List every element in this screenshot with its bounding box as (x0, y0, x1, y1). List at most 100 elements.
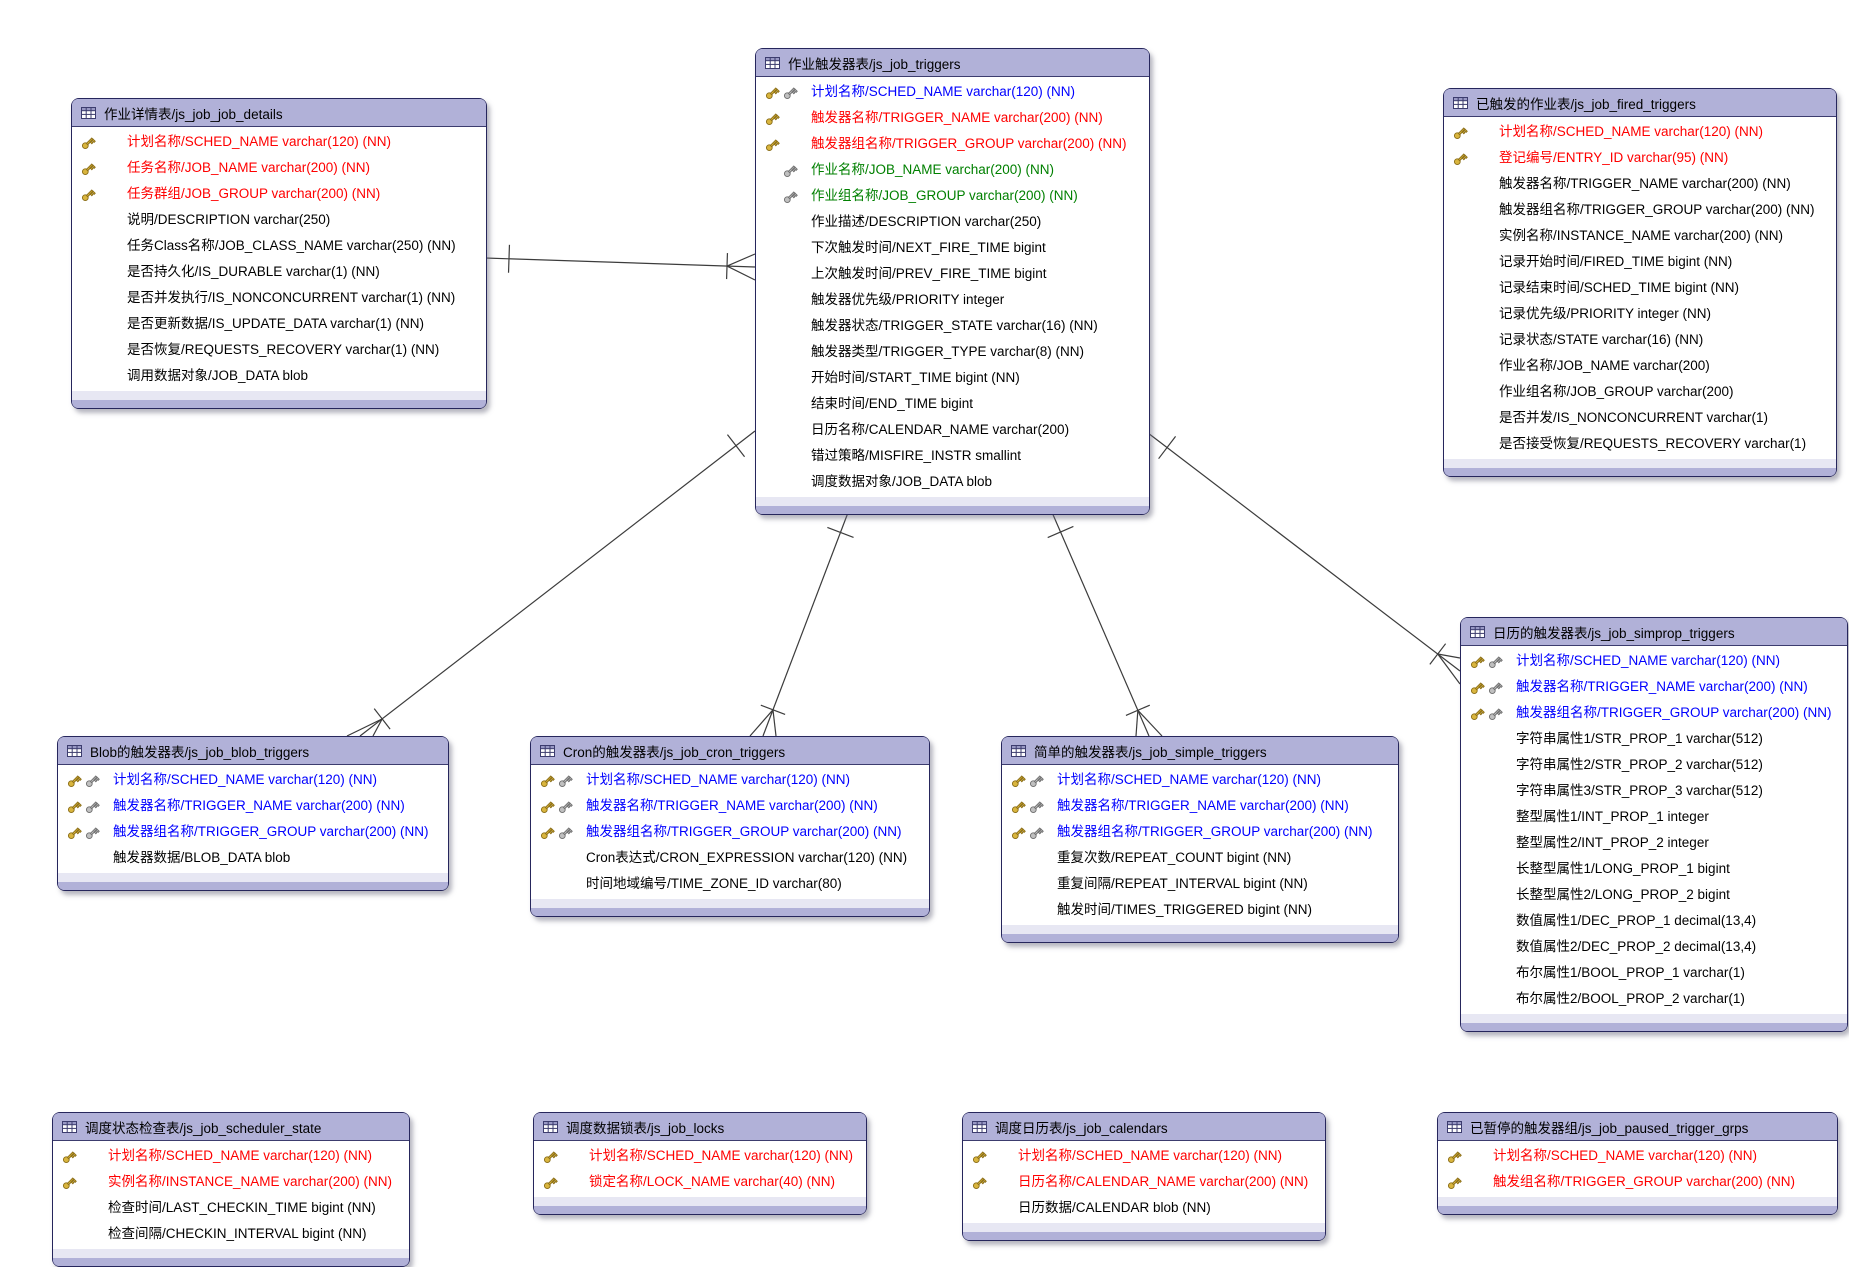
field-row[interactable]: 重复间隔/REPEAT_INTERVAL bigint (NN) (1002, 871, 1398, 897)
field-row[interactable]: 是否持久化/IS_DURABLE varchar(1) (NN) (72, 259, 486, 285)
field-row[interactable]: 任务Class名称/JOB_CLASS_NAME varchar(250) (N… (72, 233, 486, 259)
field-row[interactable]: 作业组名称/JOB_GROUP varchar(200) (1444, 379, 1836, 405)
field-row[interactable]: 触发器名称/TRIGGER_NAME varchar(200) (NN) (756, 105, 1149, 131)
field-row[interactable]: 数值属性2/DEC_PROP_2 decimal(13,4) (1461, 934, 1847, 960)
field-row[interactable]: 触发器组名称/TRIGGER_GROUP varchar(200) (NN) (1444, 197, 1836, 223)
field-row[interactable]: 日历名称/CALENDAR_NAME varchar(200) (NN) (963, 1169, 1325, 1195)
field-row[interactable]: 布尔属性2/BOOL_PROP_2 varchar(1) (1461, 986, 1847, 1012)
field-row[interactable]: Cron表达式/CRON_EXPRESSION varchar(120) (NN… (531, 845, 929, 871)
relationship-triggers-cron_triggers[interactable] (749, 509, 854, 737)
field-row[interactable]: 是否恢复/REQUESTS_RECOVERY varchar(1) (NN) (72, 337, 486, 363)
field-row[interactable]: 是否接受恢复/REQUESTS_RECOVERY varchar(1) (1444, 431, 1836, 457)
field-row[interactable]: 触发器组名称/TRIGGER_GROUP varchar(200) (NN) (756, 131, 1149, 157)
field-row[interactable]: 计划名称/SCHED_NAME varchar(120) (NN) (58, 767, 448, 793)
field-row[interactable]: 触发组名称/TRIGGER_GROUP varchar(200) (NN) (1438, 1169, 1837, 1195)
relationship-triggers-blob_triggers[interactable] (346, 430, 756, 737)
field-row[interactable]: 记录开始时间/FIRED_TIME bigint (NN) (1444, 249, 1836, 275)
field-row[interactable]: 调度数据对象/JOB_DATA blob (756, 469, 1149, 495)
field-row[interactable]: 作业描述/DESCRIPTION varchar(250) (756, 209, 1149, 235)
relationship-job_details-triggers[interactable] (484, 244, 756, 281)
entity-header-calendars[interactable]: 调度日历表/js_job_calendars (963, 1113, 1325, 1141)
field-row[interactable]: 触发器数据/BLOB_DATA blob (58, 845, 448, 871)
field-row[interactable]: 整型属性2/INT_PROP_2 integer (1461, 830, 1847, 856)
entity-header-scheduler_state[interactable]: 调度状态检查表/js_job_scheduler_state (53, 1113, 409, 1141)
field-row[interactable]: 任务群组/JOB_GROUP varchar(200) (NN) (72, 181, 486, 207)
field-row[interactable]: 开始时间/START_TIME bigint (NN) (756, 365, 1149, 391)
field-row[interactable]: 字符串属性3/STR_PROP_3 varchar(512) (1461, 778, 1847, 804)
field-row[interactable]: 计划名称/SCHED_NAME varchar(120) (NN) (1002, 767, 1398, 793)
entity-header-fired_triggers[interactable]: 已触发的作业表/js_job_fired_triggers (1444, 89, 1836, 117)
field-row[interactable]: 计划名称/SCHED_NAME varchar(120) (NN) (534, 1143, 866, 1169)
field-row[interactable]: 日历数据/CALENDAR blob (NN) (963, 1195, 1325, 1221)
entity-header-blob_triggers[interactable]: Blob的触发器表/js_job_blob_triggers (58, 737, 448, 765)
field-row[interactable]: 计划名称/SCHED_NAME varchar(120) (NN) (53, 1143, 409, 1169)
field-row[interactable]: 触发器组名称/TRIGGER_GROUP varchar(200) (NN) (58, 819, 448, 845)
field-row[interactable]: 错过策略/MISFIRE_INSTR smallint (756, 443, 1149, 469)
field-row[interactable]: 布尔属性1/BOOL_PROP_1 varchar(1) (1461, 960, 1847, 986)
field-row[interactable]: 上次触发时间/PREV_FIRE_TIME bigint (756, 261, 1149, 287)
field-row[interactable]: 计划名称/SCHED_NAME varchar(120) (NN) (72, 129, 486, 155)
field-row[interactable]: 是否并发/IS_NONCONCURRENT varchar(1) (1444, 405, 1836, 431)
field-row[interactable]: 作业名称/JOB_NAME varchar(200) (1444, 353, 1836, 379)
relationship-triggers-simple_triggers[interactable] (1047, 509, 1163, 737)
entity-header-cron_triggers[interactable]: Cron的触发器表/js_job_cron_triggers (531, 737, 929, 765)
field-row[interactable]: 结束时间/END_TIME bigint (756, 391, 1149, 417)
entity-header-simprop_triggers[interactable]: 日历的触发器表/js_job_simprop_triggers (1461, 618, 1847, 646)
field-row[interactable]: 重复次数/REPEAT_COUNT bigint (NN) (1002, 845, 1398, 871)
field-row[interactable]: 长整型属性2/LONG_PROP_2 bigint (1461, 882, 1847, 908)
field-row[interactable]: 触发器名称/TRIGGER_NAME varchar(200) (NN) (1444, 171, 1836, 197)
field-row[interactable]: 计划名称/SCHED_NAME varchar(120) (NN) (531, 767, 929, 793)
field-row[interactable]: 实例名称/INSTANCE_NAME varchar(200) (NN) (53, 1169, 409, 1195)
field-row[interactable]: 整型属性1/INT_PROP_1 integer (1461, 804, 1847, 830)
field-row[interactable]: 检查时间/LAST_CHECKIN_TIME bigint (NN) (53, 1195, 409, 1221)
field-row[interactable]: 作业组名称/JOB_GROUP varchar(200) (NN) (756, 183, 1149, 209)
field-row[interactable]: 实例名称/INSTANCE_NAME varchar(200) (NN) (1444, 223, 1836, 249)
field-row[interactable]: 触发时间/TIMES_TRIGGERED bigint (NN) (1002, 897, 1398, 923)
field-row[interactable]: 触发器组名称/TRIGGER_GROUP varchar(200) (NN) (531, 819, 929, 845)
field-row[interactable]: 触发器名称/TRIGGER_NAME varchar(200) (NN) (58, 793, 448, 819)
field-row[interactable]: 触发器优先级/PRIORITY integer (756, 287, 1149, 313)
entity-header-simple_triggers[interactable]: 简单的触发器表/js_job_simple_triggers (1002, 737, 1398, 765)
field-row[interactable]: 时间地域编号/TIME_ZONE_ID varchar(80) (531, 871, 929, 897)
field-row[interactable]: 计划名称/SCHED_NAME varchar(120) (NN) (963, 1143, 1325, 1169)
field-row[interactable]: 计划名称/SCHED_NAME varchar(120) (NN) (1444, 119, 1836, 145)
entity-header-job_details[interactable]: 作业详情表/js_job_job_details (72, 99, 486, 127)
field-row[interactable]: 计划名称/SCHED_NAME varchar(120) (NN) (1438, 1143, 1837, 1169)
field-row[interactable]: 字符串属性1/STR_PROP_1 varchar(512) (1461, 726, 1847, 752)
entity-header-triggers[interactable]: 作业触发器表/js_job_triggers (756, 49, 1149, 77)
field-row[interactable]: 作业名称/JOB_NAME varchar(200) (NN) (756, 157, 1149, 183)
field-row[interactable]: 触发器组名称/TRIGGER_GROUP varchar(200) (NN) (1002, 819, 1398, 845)
field-row[interactable]: 日历名称/CALENDAR_NAME varchar(200) (756, 417, 1149, 443)
field-row[interactable]: 触发器状态/TRIGGER_STATE varchar(16) (NN) (756, 313, 1149, 339)
field-row[interactable]: 任务名称/JOB_NAME varchar(200) (NN) (72, 155, 486, 181)
field-row[interactable]: 是否并发执行/IS_NONCONCURRENT varchar(1) (NN) (72, 285, 486, 311)
field-row[interactable]: 长整型属性1/LONG_PROP_1 bigint (1461, 856, 1847, 882)
field-row[interactable]: 登记编号/ENTRY_ID varchar(95) (NN) (1444, 145, 1836, 171)
relationship-triggers-simprop_triggers[interactable] (1147, 432, 1461, 685)
field-row[interactable]: 检查间隔/CHECKIN_INTERVAL bigint (NN) (53, 1221, 409, 1247)
field-row[interactable]: 触发器名称/TRIGGER_NAME varchar(200) (NN) (531, 793, 929, 819)
field-row[interactable]: 下次触发时间/NEXT_FIRE_TIME bigint (756, 235, 1149, 261)
field-row[interactable]: 调用数据对象/JOB_DATA blob (72, 363, 486, 389)
field-row[interactable]: 锁定名称/LOCK_NAME varchar(40) (NN) (534, 1169, 866, 1195)
field-row[interactable]: 触发器组名称/TRIGGER_GROUP varchar(200) (NN) (1461, 700, 1847, 726)
field-row[interactable]: 触发器类型/TRIGGER_TYPE varchar(8) (NN) (756, 339, 1149, 365)
field-row[interactable]: 计划名称/SCHED_NAME varchar(120) (NN) (756, 79, 1149, 105)
field-row[interactable]: 字符串属性2/STR_PROP_2 varchar(512) (1461, 752, 1847, 778)
field-row[interactable]: 记录优先级/PRIORITY integer (NN) (1444, 301, 1836, 327)
field-row[interactable]: 数值属性1/DEC_PROP_1 decimal(13,4) (1461, 908, 1847, 934)
field-row[interactable]: 是否更新数据/IS_UPDATE_DATA varchar(1) (NN) (72, 311, 486, 337)
field-row[interactable]: 记录结束时间/SCHED_TIME bigint (NN) (1444, 275, 1836, 301)
field-row[interactable]: 说明/DESCRIPTION varchar(250) (72, 207, 486, 233)
entity-header-paused_trigger_grps[interactable]: 已暂停的触发器组/js_job_paused_trigger_grps (1438, 1113, 1837, 1141)
